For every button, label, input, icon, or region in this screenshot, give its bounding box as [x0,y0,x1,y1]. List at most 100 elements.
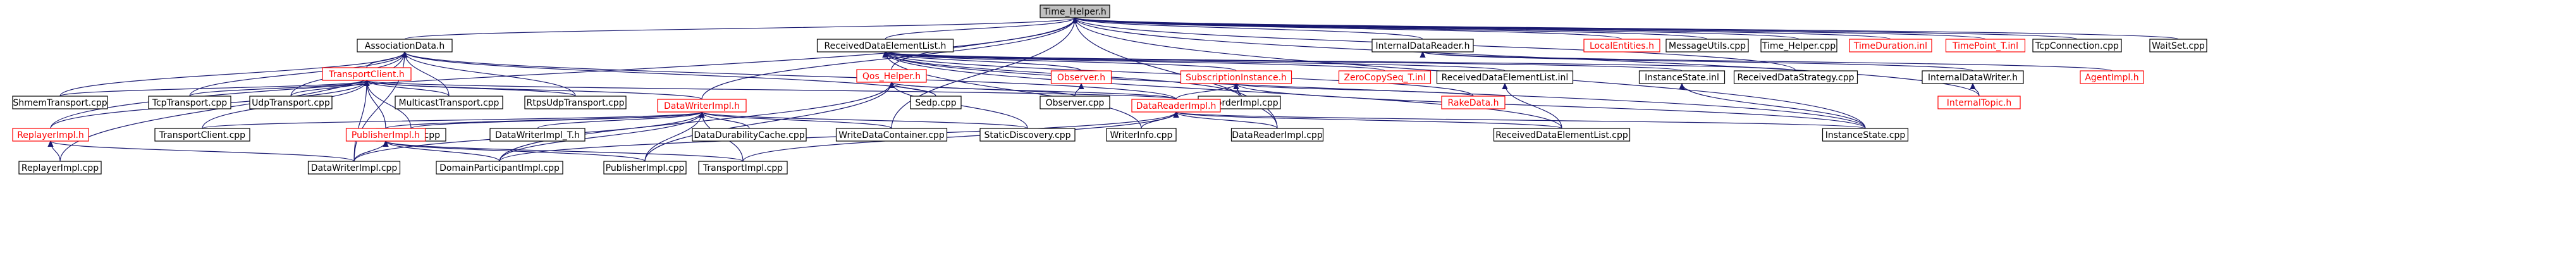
node-internaldatawriter-h[interactable]: InternalDataWriter.h [1922,70,2024,84]
edge-timepoint_t_inl-to-time_helper_h [1075,18,1986,40]
node-receiveddataelementlist-h[interactable]: ReceivedDataElementList.h [816,39,954,53]
include-edge [405,52,1177,100]
node-observer-cpp[interactable]: Observer.cpp [1040,96,1110,109]
node-label: WriterInfo.cpp [1110,130,1173,140]
include-edge [499,82,892,162]
include-edge [405,52,450,97]
node-box [1638,70,1726,84]
node-box [18,161,102,175]
edge-multicasttransport_cpp-to-transportclient_h [367,80,450,97]
node-udptransport-cpp[interactable]: UdpTransport.cpp [249,96,333,109]
node-observer-h[interactable]: Observer.h [1050,70,1112,84]
edge-receiveddataelementlist_cpp-to-receiveddataelementlist_inl [1505,84,1562,129]
node-sedp-cpp[interactable]: Sedp.cpp [910,96,962,109]
node-publisherimpl-h[interactable]: PublisherImpl.h [345,128,426,142]
node-instancestate-cpp[interactable]: InstanceState.cpp [1822,128,1909,142]
node-staticdiscovery-cpp[interactable]: StaticDiscovery.cpp [979,128,1076,142]
node-label: TransportClient.cpp [159,130,245,140]
edge-transportimpl_cpp-to-publisherimpl_h [386,141,744,162]
include-edge [59,80,367,97]
include-edge [367,80,702,100]
node-transportclient-h[interactable]: TransportClient.h [322,67,412,81]
node-label: InternalDataWriter.h [1928,73,2018,83]
node-label: WriteDataContainer.cpp [838,130,945,140]
node-datawriterimpl-cpp[interactable]: DataWriterImpl.cpp [307,161,401,175]
include-edge [1236,84,1866,129]
node-receiveddataelementlist-inl[interactable]: ReceivedDataElementList.inl [1436,70,1574,84]
node-waitset-cpp[interactable]: WaitSet.cpp [2149,39,2207,53]
node-time-helper-cpp[interactable]: Time_Helper.cpp [1760,39,1837,53]
node-shmemtransport-cpp[interactable]: ShmemTransport.cpp [12,96,108,109]
node-label: DataWriterImpl.h [664,101,740,111]
node-label: TcpConnection.cpp [2035,41,2119,51]
node-tcptransport-cpp[interactable]: TcpTransport.cpp [148,96,231,109]
node-datawriterimpl-t-h[interactable]: DataWriterImpl_T.h [489,128,586,142]
include-edge [644,82,892,162]
node-label: ReceivedDataElementList.cpp [1495,130,1628,140]
edge-replayerimpl_h-to-time_helper_h [50,18,1075,129]
node-datadurabilitycache-cpp[interactable]: DataDurabilityCache.cpp [692,128,807,142]
node-domainparticipantimpl-cpp[interactable]: DomainParticipantImpl.cpp [436,161,563,175]
node-datareaderimpl-h[interactable]: DataReaderImpl.h [1131,99,1221,113]
include-edge [353,80,367,162]
node-label: TransportImpl.cpp [702,163,783,173]
edge-instancestate_inl-to-receiveddataelementlist_h [885,52,1683,71]
edge-internaltopic_h-to-internaldatawriter_h [1973,84,1980,97]
node-replayerimpl-cpp[interactable]: ReplayerImpl.cpp [18,161,102,175]
edge-domainparticipantimpl_cpp-to-datawriterimpl_h [499,112,702,162]
edge-rakedata_h-to-receiveddataelementlist_h [885,52,1474,97]
node-box [2032,39,2122,53]
node-instancestate-inl[interactable]: InstanceState.inl [1638,70,1726,84]
edge-replayerimpl_cpp-to-replayerimpl_h [51,141,61,162]
node-tcpconnection-cpp[interactable]: TcpConnection.cpp [2032,39,2122,53]
node-internaltopic-h[interactable]: InternalTopic.h [1937,96,2021,109]
edge-tcptransport_cpp-to-transportclient_h [189,80,367,97]
node-box [692,128,807,142]
node-localentities-h[interactable]: LocalEntities.h [1583,39,1660,53]
node-zerocopyseq-t-inl[interactable]: ZeroCopySeq_T.inl [1338,70,1432,84]
node-box [1230,128,1324,142]
node-timeduration-inl[interactable]: TimeDuration.inl [1849,39,1932,53]
node-datawriterimpl-h[interactable]: DataWriterImpl.h [657,99,747,113]
edge-domainparticipantimpl_cpp-to-publisherimpl_h [386,141,500,162]
node-subscriptioninstance-h[interactable]: SubscriptionInstance.h [1180,70,1292,84]
node-associationdata-h[interactable]: AssociationData.h [357,39,453,53]
include-edge [1176,112,1562,129]
edge-publisherimpl_cpp-to-qos_helper_h [644,82,892,162]
node-timepoint-t-inl[interactable]: TimePoint_T.inl [1945,39,2026,53]
node-writedatacontainer-cpp[interactable]: WriteDataContainer.cpp [835,128,948,142]
edge-receiveddataelementlist_cpp-to-datareaderimpl_h [1176,112,1562,129]
node-label: InstanceState.cpp [1825,130,1906,140]
node-label: DataDurabilityCache.cpp [694,130,804,140]
edge-writedatacontainer_cpp-to-datawriterimpl_h [702,112,892,129]
edge-transportclient_cpp-to-datawriterimpl_h [202,112,702,129]
node-publisherimpl-cpp[interactable]: PublisherImpl.cpp [603,161,687,175]
node-multicasttransport-cpp[interactable]: MulticastTransport.cpp [395,96,503,109]
include-edge [404,18,1075,40]
node-label: PublisherImpl.h [352,130,420,140]
node-transportclient-cpp[interactable]: TransportClient.cpp [154,128,250,142]
edge-observer_cpp-to-observer_h [1074,84,1081,97]
node-box [1441,96,1506,109]
edge-datawriterimpl_cpp-to-replayerimpl_h [51,141,355,162]
node-label: InternalDataReader.h [1376,41,1470,51]
node-receiveddatastrategy-cpp[interactable]: ReceivedDataStrategy.cpp [1733,70,1858,84]
node-box [603,161,687,175]
node-agentimpl-h[interactable]: AgentImpl.h [2080,70,2144,84]
node-rakedata-h[interactable]: RakeData.h [1441,96,1506,109]
include-edge [885,52,1385,71]
include-edge [386,141,744,162]
node-messageutils-cpp[interactable]: MessageUtils.cpp [1665,39,1749,53]
node-replayerimpl-h[interactable]: ReplayerImpl.h [12,128,89,142]
node-label: UdpTransport.cpp [252,98,330,108]
node-transportimpl-cpp[interactable]: TransportImpl.cpp [698,161,788,175]
node-qos-helper-h[interactable]: Qos_Helper.h [856,69,927,83]
node-internaldatareader-h[interactable]: InternalDataReader.h [1371,39,1474,53]
node-receiveddataelementlist-cpp[interactable]: ReceivedDataElementList.cpp [1493,128,1631,142]
node-writerinfo-cpp[interactable]: WriterInfo.cpp [1106,128,1177,142]
node-label: SubscriptionInstance.h [1186,73,1287,83]
node-rtpsudptransport-cpp[interactable]: RtpsUdpTransport.cpp [524,96,627,109]
node-datareaderimpl-cpp[interactable]: DataReaderImpl.cpp [1230,128,1324,142]
edge-associationdata_h-to-time_helper_h [404,18,1075,40]
